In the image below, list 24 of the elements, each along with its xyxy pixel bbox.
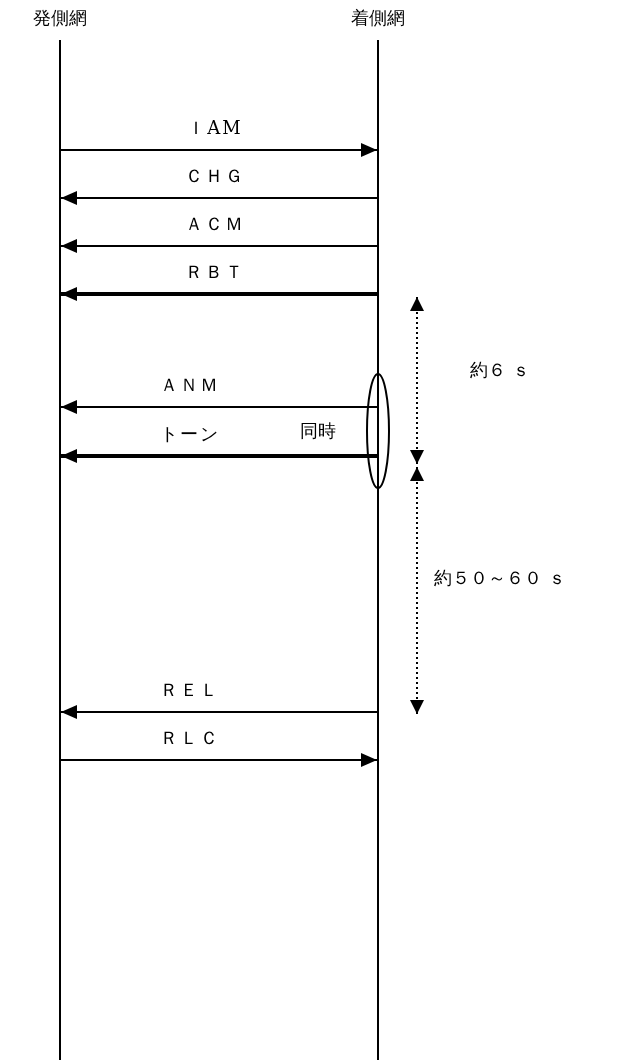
edge-label: ＲＢＴ [185,262,245,282]
grouping-ellipse [366,373,390,489]
edge-label: ＡＣＭ [185,214,245,234]
note-label: 同時 [300,421,336,441]
edge-label: ＲＬＣ [160,728,220,748]
lifeline [59,40,61,1060]
arrow [60,753,378,767]
lifeline [377,40,379,1060]
duration-label: 約６ ｓ [470,360,530,380]
lifeline-label: 発側網 [33,8,87,28]
edge-label: ＩAM [187,118,243,138]
edge-label: トーン [160,424,220,444]
arrow [60,239,378,253]
lifeline-label: 着側網 [351,8,405,28]
arrow [61,287,377,301]
arrow [60,705,378,719]
edge-label: ＣＨＧ [185,166,245,186]
arrow [60,400,378,414]
arrow [61,449,377,463]
edge-label: ＡＮＭ [160,375,220,395]
arrow [60,143,378,157]
edge-label: ＲＥＬ [160,680,220,700]
duration-label: 約５０～６０ ｓ [434,568,566,588]
arrow [60,191,378,205]
